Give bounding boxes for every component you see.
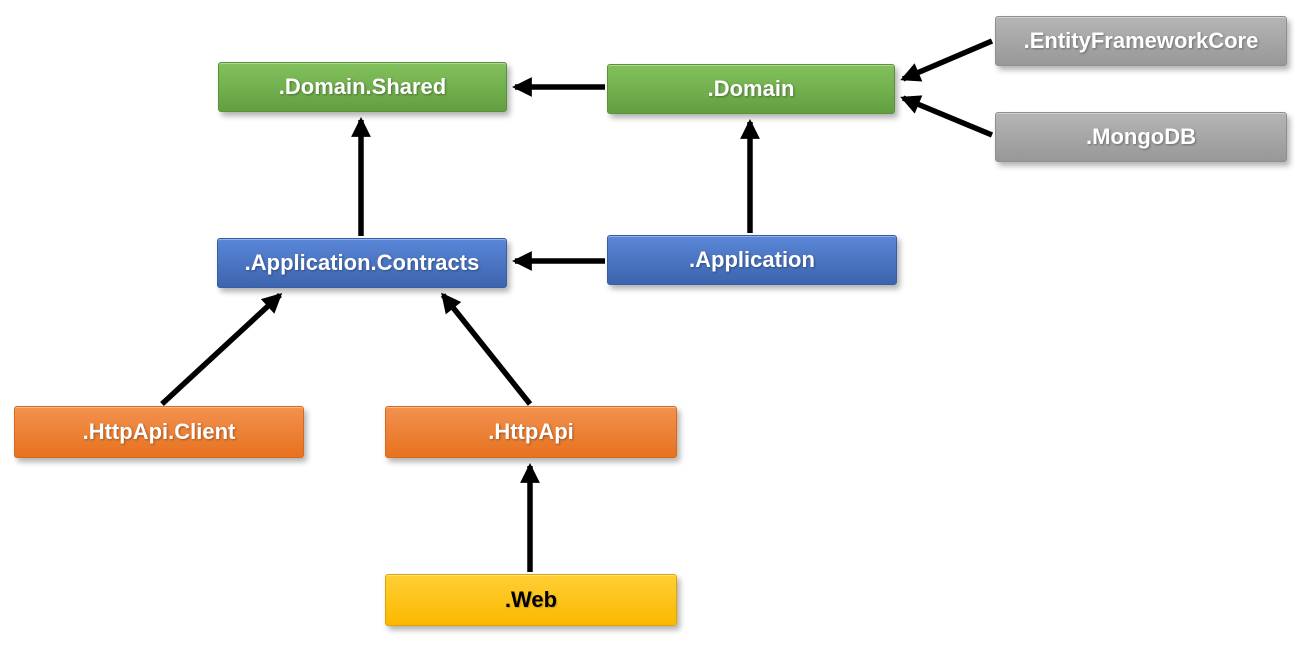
- node-domain-shared: .Domain.Shared: [218, 62, 507, 112]
- node-httpapi-client: .HttpApi.Client: [14, 406, 304, 458]
- arrow-entity-framework-core-to-domain: [900, 38, 994, 82]
- node-mongodb: .MongoDB: [995, 112, 1287, 162]
- node-application-contracts: .Application.Contracts: [217, 238, 507, 288]
- node-entity-framework-core: .EntityFrameworkCore: [995, 16, 1287, 66]
- arrow-mongodb-to-domain: [900, 95, 994, 138]
- node-httpapi: .HttpApi: [385, 406, 677, 458]
- node-application: .Application: [607, 235, 897, 285]
- arrow-httpapi-to-application-contracts: [440, 292, 533, 406]
- node-domain: .Domain: [607, 64, 895, 114]
- arrow-httpapi-client-to-application-contracts: [160, 292, 283, 407]
- node-web: .Web: [385, 574, 677, 626]
